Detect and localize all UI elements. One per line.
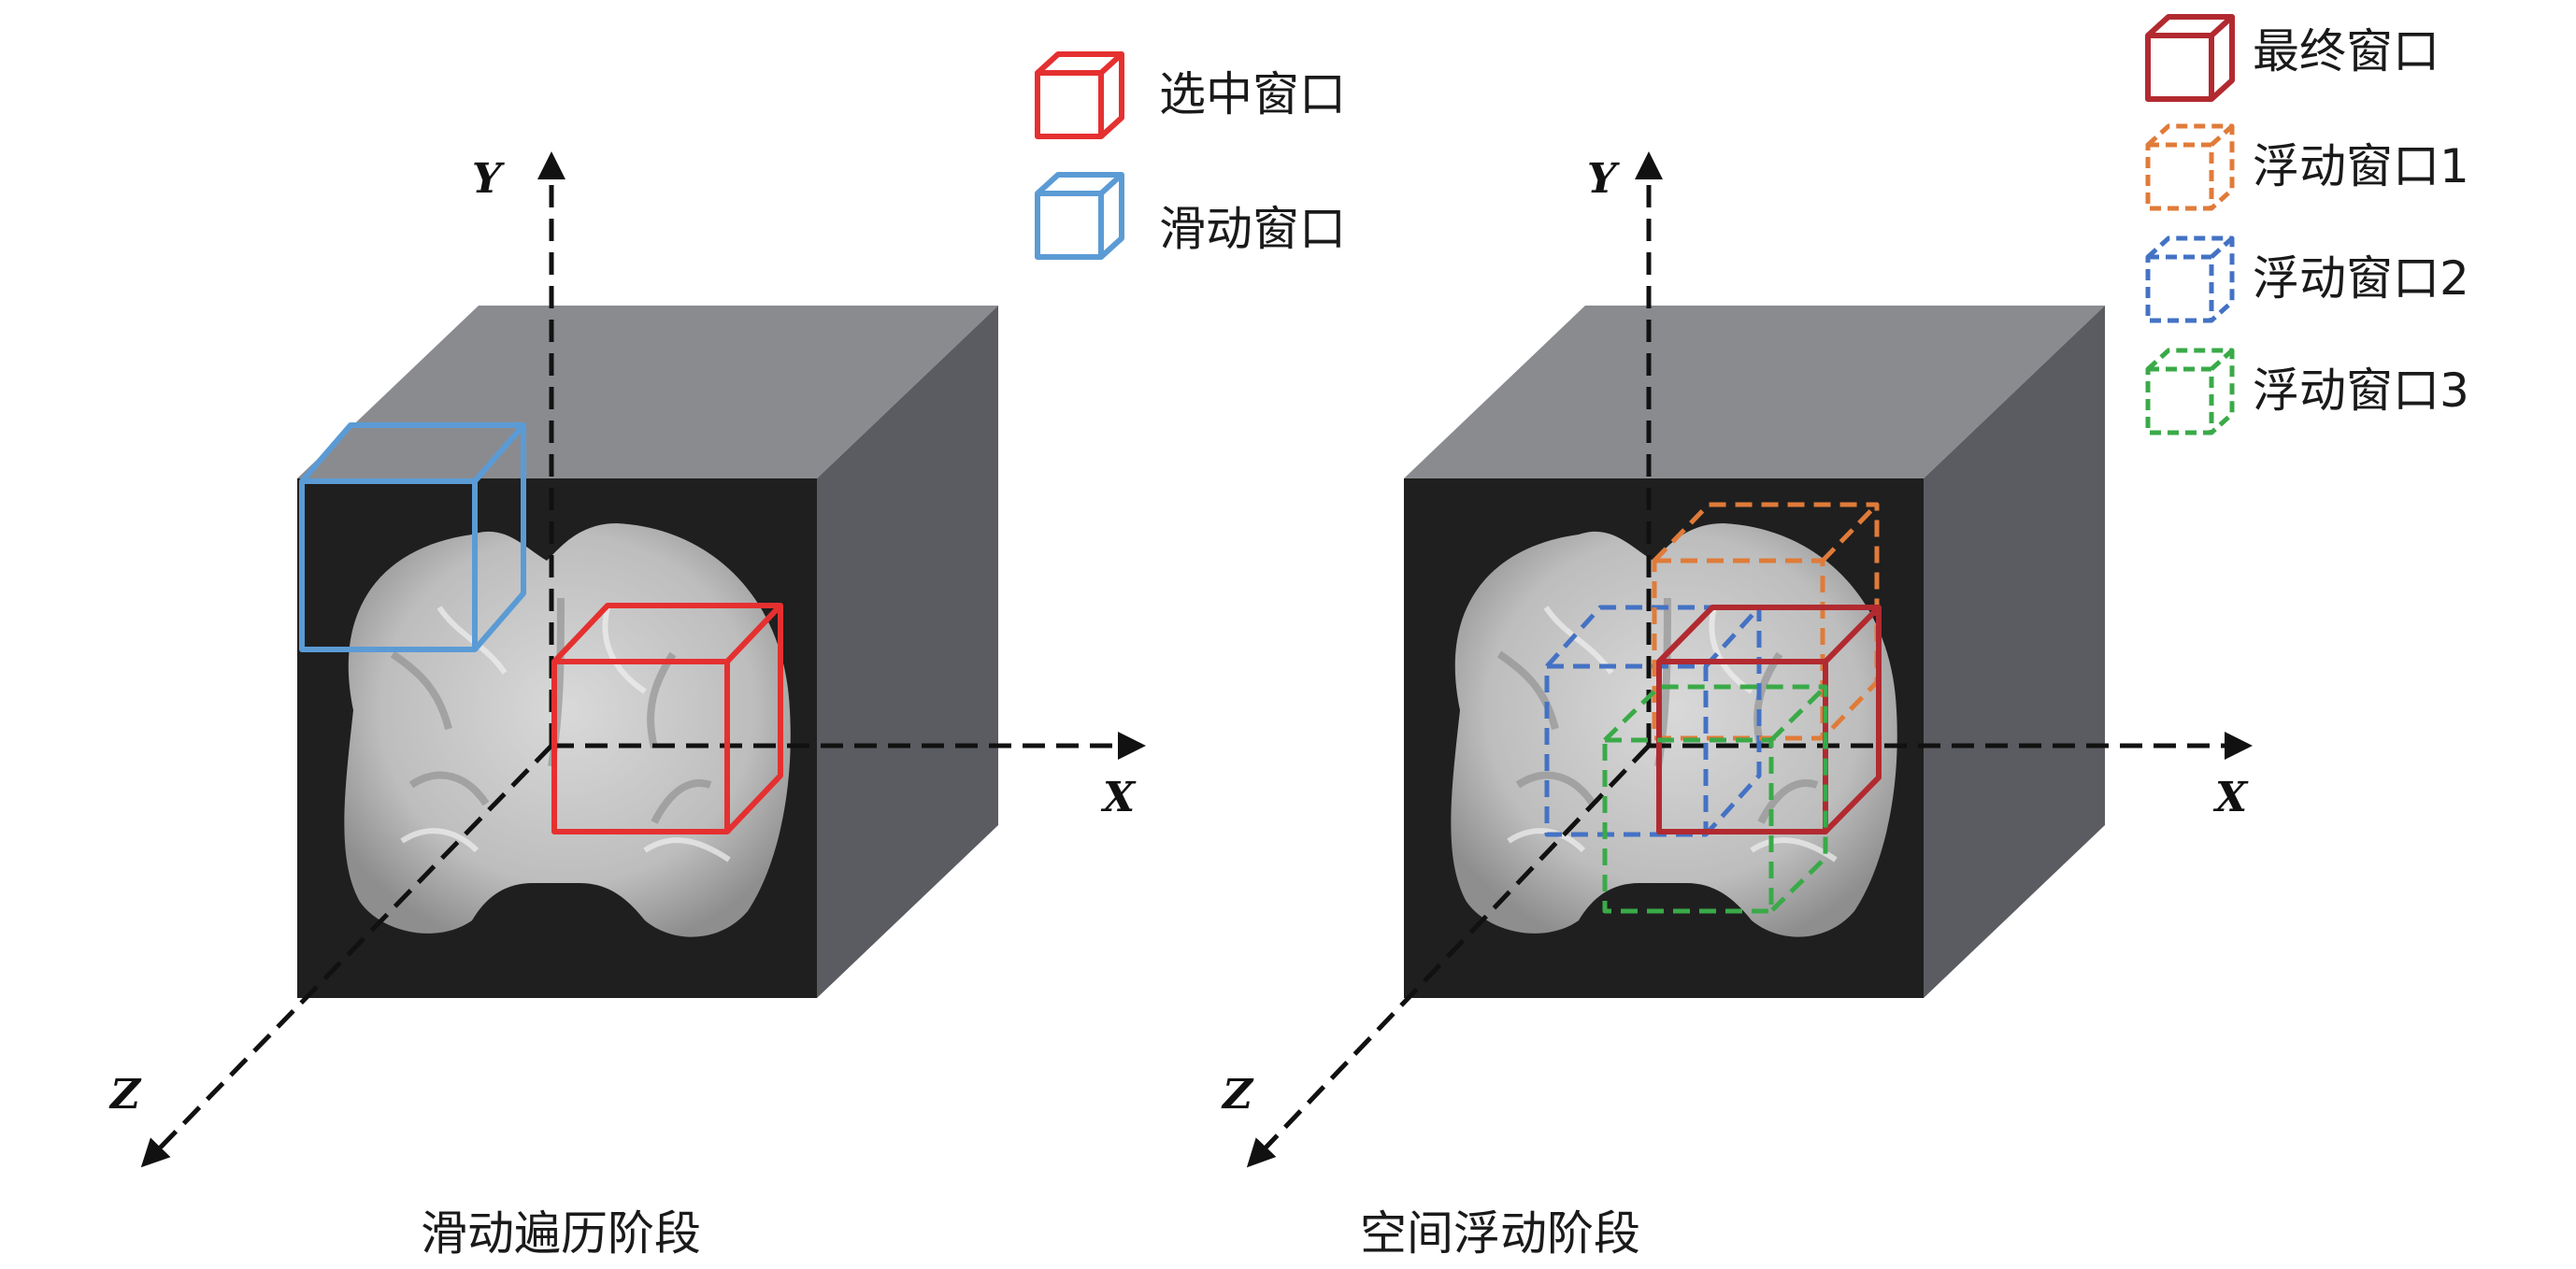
legend-item-selected-window: 选中窗口 [1035,51,1346,139]
legend-label-final-window: 最终窗口 [2253,24,2440,78]
legend-label-floating-window-3: 浮动窗口3 [2253,364,2469,418]
legend-item-floating-window-2: 浮动窗口2 [2145,235,2469,323]
left-caption: 滑动遍历阶段 [421,1206,701,1261]
legend-swatch-floating-window-2-icon [2145,235,2235,323]
left-y-axis-label: Y [472,155,505,203]
left-z-axis [140,744,553,1168]
left-selected-window-cube [551,603,783,834]
left-x-axis-label: X [1100,774,1137,821]
legend-label-floating-window-2: 浮动窗口2 [2253,251,2469,306]
right-caption: 空间浮动阶段 [1360,1206,1640,1261]
right-legend: 最终窗口 浮动窗口1 浮动窗口2 [2145,14,2469,435]
right-floating-window-3-cube [1602,684,1828,914]
legend-swatch-final-window-icon [2145,14,2235,102]
right-z-axis [1246,744,1651,1168]
left-sliding-window-cube [299,422,526,652]
left-brain-slice [344,523,791,937]
right-volume-top-face [1404,306,2105,478]
right-x-axis-label: X [2212,774,2249,821]
legend-swatch-selected-window-icon [1035,51,1124,139]
right-z-axis-label: Z [1221,1071,1254,1119]
right-brain-slice [1451,523,1897,937]
legend-item-floating-window-1: 浮动窗口1 [2145,123,2469,211]
left-panel: Y X Z 选中窗口 [108,51,1346,1261]
right-volume-side-face [1924,306,2105,998]
legend-swatch-sliding-window-icon [1035,172,1124,260]
legend-label-floating-window-1: 浮动窗口1 [2253,139,2469,193]
legend-swatch-floating-window-1-icon [2145,123,2235,211]
right-panel: Y X Z [1221,14,2469,1261]
left-legend: 选中窗口 滑动窗口 [1035,51,1346,260]
left-volume-top-face [297,306,998,478]
right-y-axis-label: Y [1587,155,1620,203]
legend-item-floating-window-3: 浮动窗口3 [2145,348,2469,435]
legend-label-selected-window: 选中窗口 [1159,67,1346,121]
legend-item-sliding-window: 滑动窗口 [1035,172,1346,260]
legend-swatch-floating-window-3-icon [2145,348,2235,435]
legend-item-final-window: 最终窗口 [2145,14,2440,102]
legend-label-sliding-window: 滑动窗口 [1159,202,1346,256]
left-z-axis-label: Z [108,1071,142,1119]
left-volume-side-face [817,306,998,998]
